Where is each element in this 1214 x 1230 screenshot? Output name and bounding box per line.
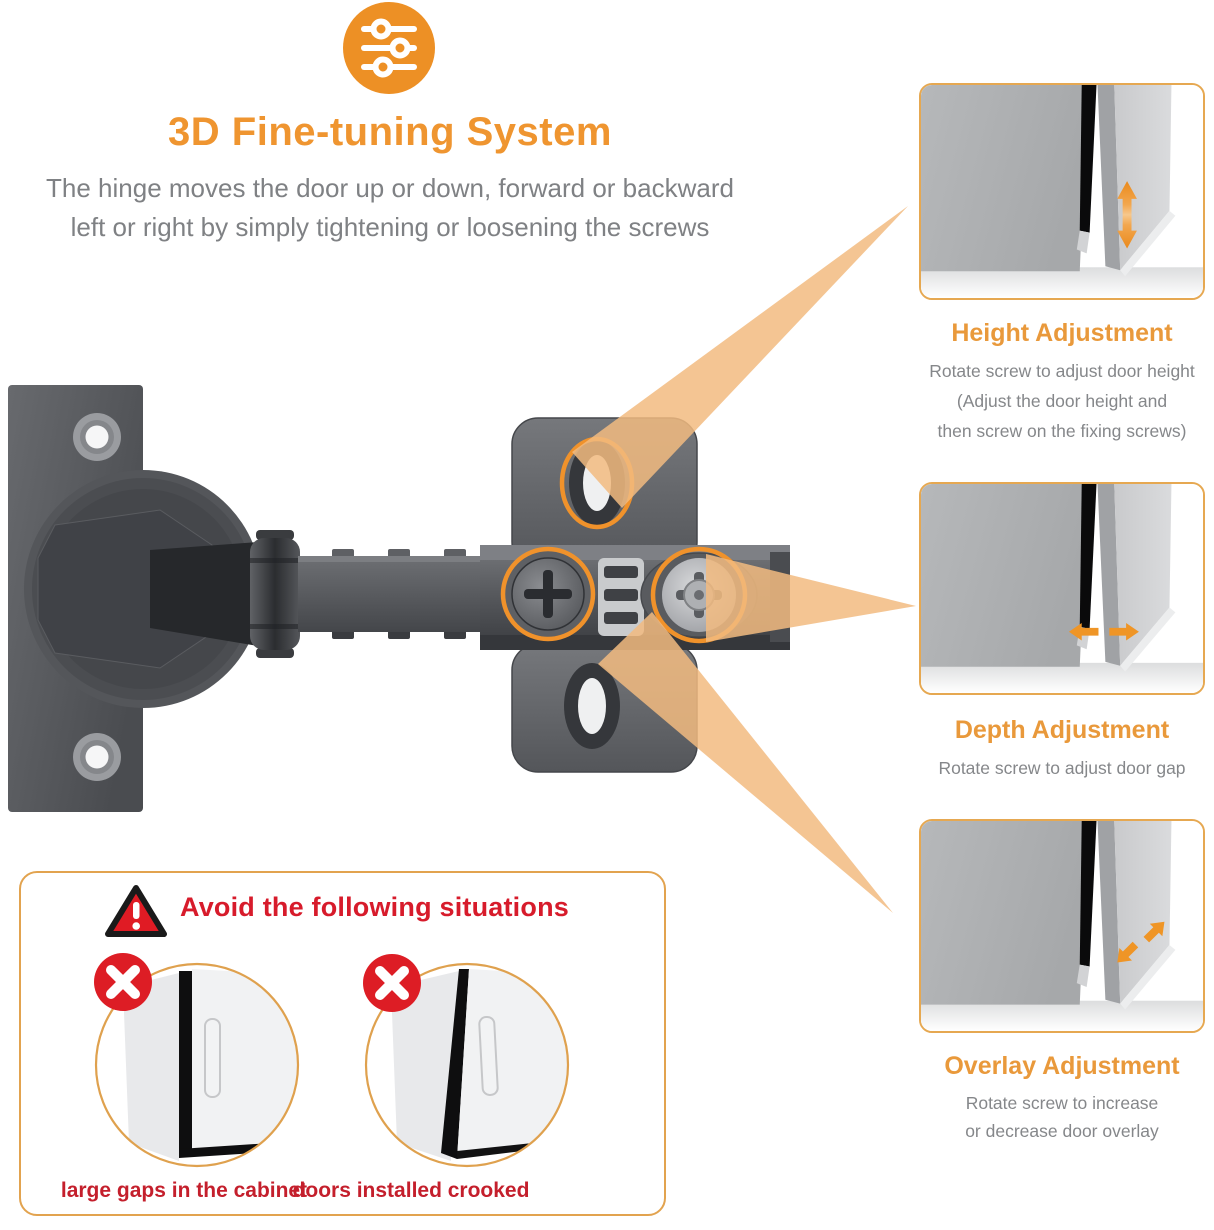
page-subtitle-line-2: left or right by simply tightening or lo…	[70, 212, 710, 242]
diagonal-double-arrow-icon	[1117, 921, 1165, 963]
door-handle	[204, 1018, 221, 1098]
horizontal-double-arrow-icon	[1068, 623, 1139, 641]
overlay-adjustment-title: Overlay Adjustment	[944, 1052, 1180, 1080]
sliders-icon	[343, 2, 435, 94]
bad-example-crooked-door	[363, 961, 571, 1169]
hinge-illustration	[0, 360, 920, 830]
hinge-arm	[250, 530, 500, 658]
depth-desc-line-1: Rotate screw to adjust door gap	[938, 758, 1186, 778]
avoid-box: Avoid the following situations	[19, 871, 666, 1216]
overlay-desc-line-2: or decrease door overlay	[965, 1121, 1159, 1141]
height-desc-line-3: then screw on the fixing screws)	[937, 421, 1187, 441]
height-desc-line-1: Rotate screw to adjust door height	[929, 361, 1195, 381]
vertical-double-arrow-icon	[1117, 181, 1137, 249]
red-cross-icon	[362, 953, 422, 1013]
depth-adjustment-title: Depth Adjustment	[954, 716, 1170, 744]
avoid-caption-1: large gaps in the cabinet	[60, 1179, 308, 1202]
depth-adjustment-desc: Rotate screw to adjust door gap	[905, 753, 1214, 783]
depth-screw	[505, 551, 591, 637]
overlay-adjustment-desc: Rotate screw to increase or decrease doo…	[905, 1089, 1214, 1145]
height-adjustment-image	[919, 83, 1205, 300]
height-desc-line-2: (Adjust the door height and	[956, 391, 1168, 411]
red-cross-icon	[93, 952, 153, 1012]
overlay-cam-screw	[640, 552, 758, 638]
overlay-desc-line-1: Rotate screw to increase	[965, 1093, 1159, 1113]
avoid-caption-2: doors installed crooked	[292, 1179, 530, 1202]
overlay-adjustment-image	[919, 819, 1205, 1033]
page-subtitle: The hinge moves the door up or down, for…	[0, 169, 780, 247]
hinge-cup	[24, 470, 262, 708]
warning-triangle-icon	[103, 882, 169, 940]
depth-adjustment-image	[919, 482, 1205, 695]
avoid-title: Avoid the following situations	[180, 892, 569, 922]
page-subtitle-line-1: The hinge moves the door up or down, for…	[46, 173, 734, 203]
height-adjustment-desc: Rotate screw to adjust door height (Adju…	[905, 356, 1214, 446]
bad-example-large-gaps	[93, 961, 301, 1169]
page-title: 3D Fine-tuning System	[168, 110, 612, 154]
door-handle	[478, 1015, 499, 1096]
height-adjustment-title: Height Adjustment	[951, 319, 1173, 347]
